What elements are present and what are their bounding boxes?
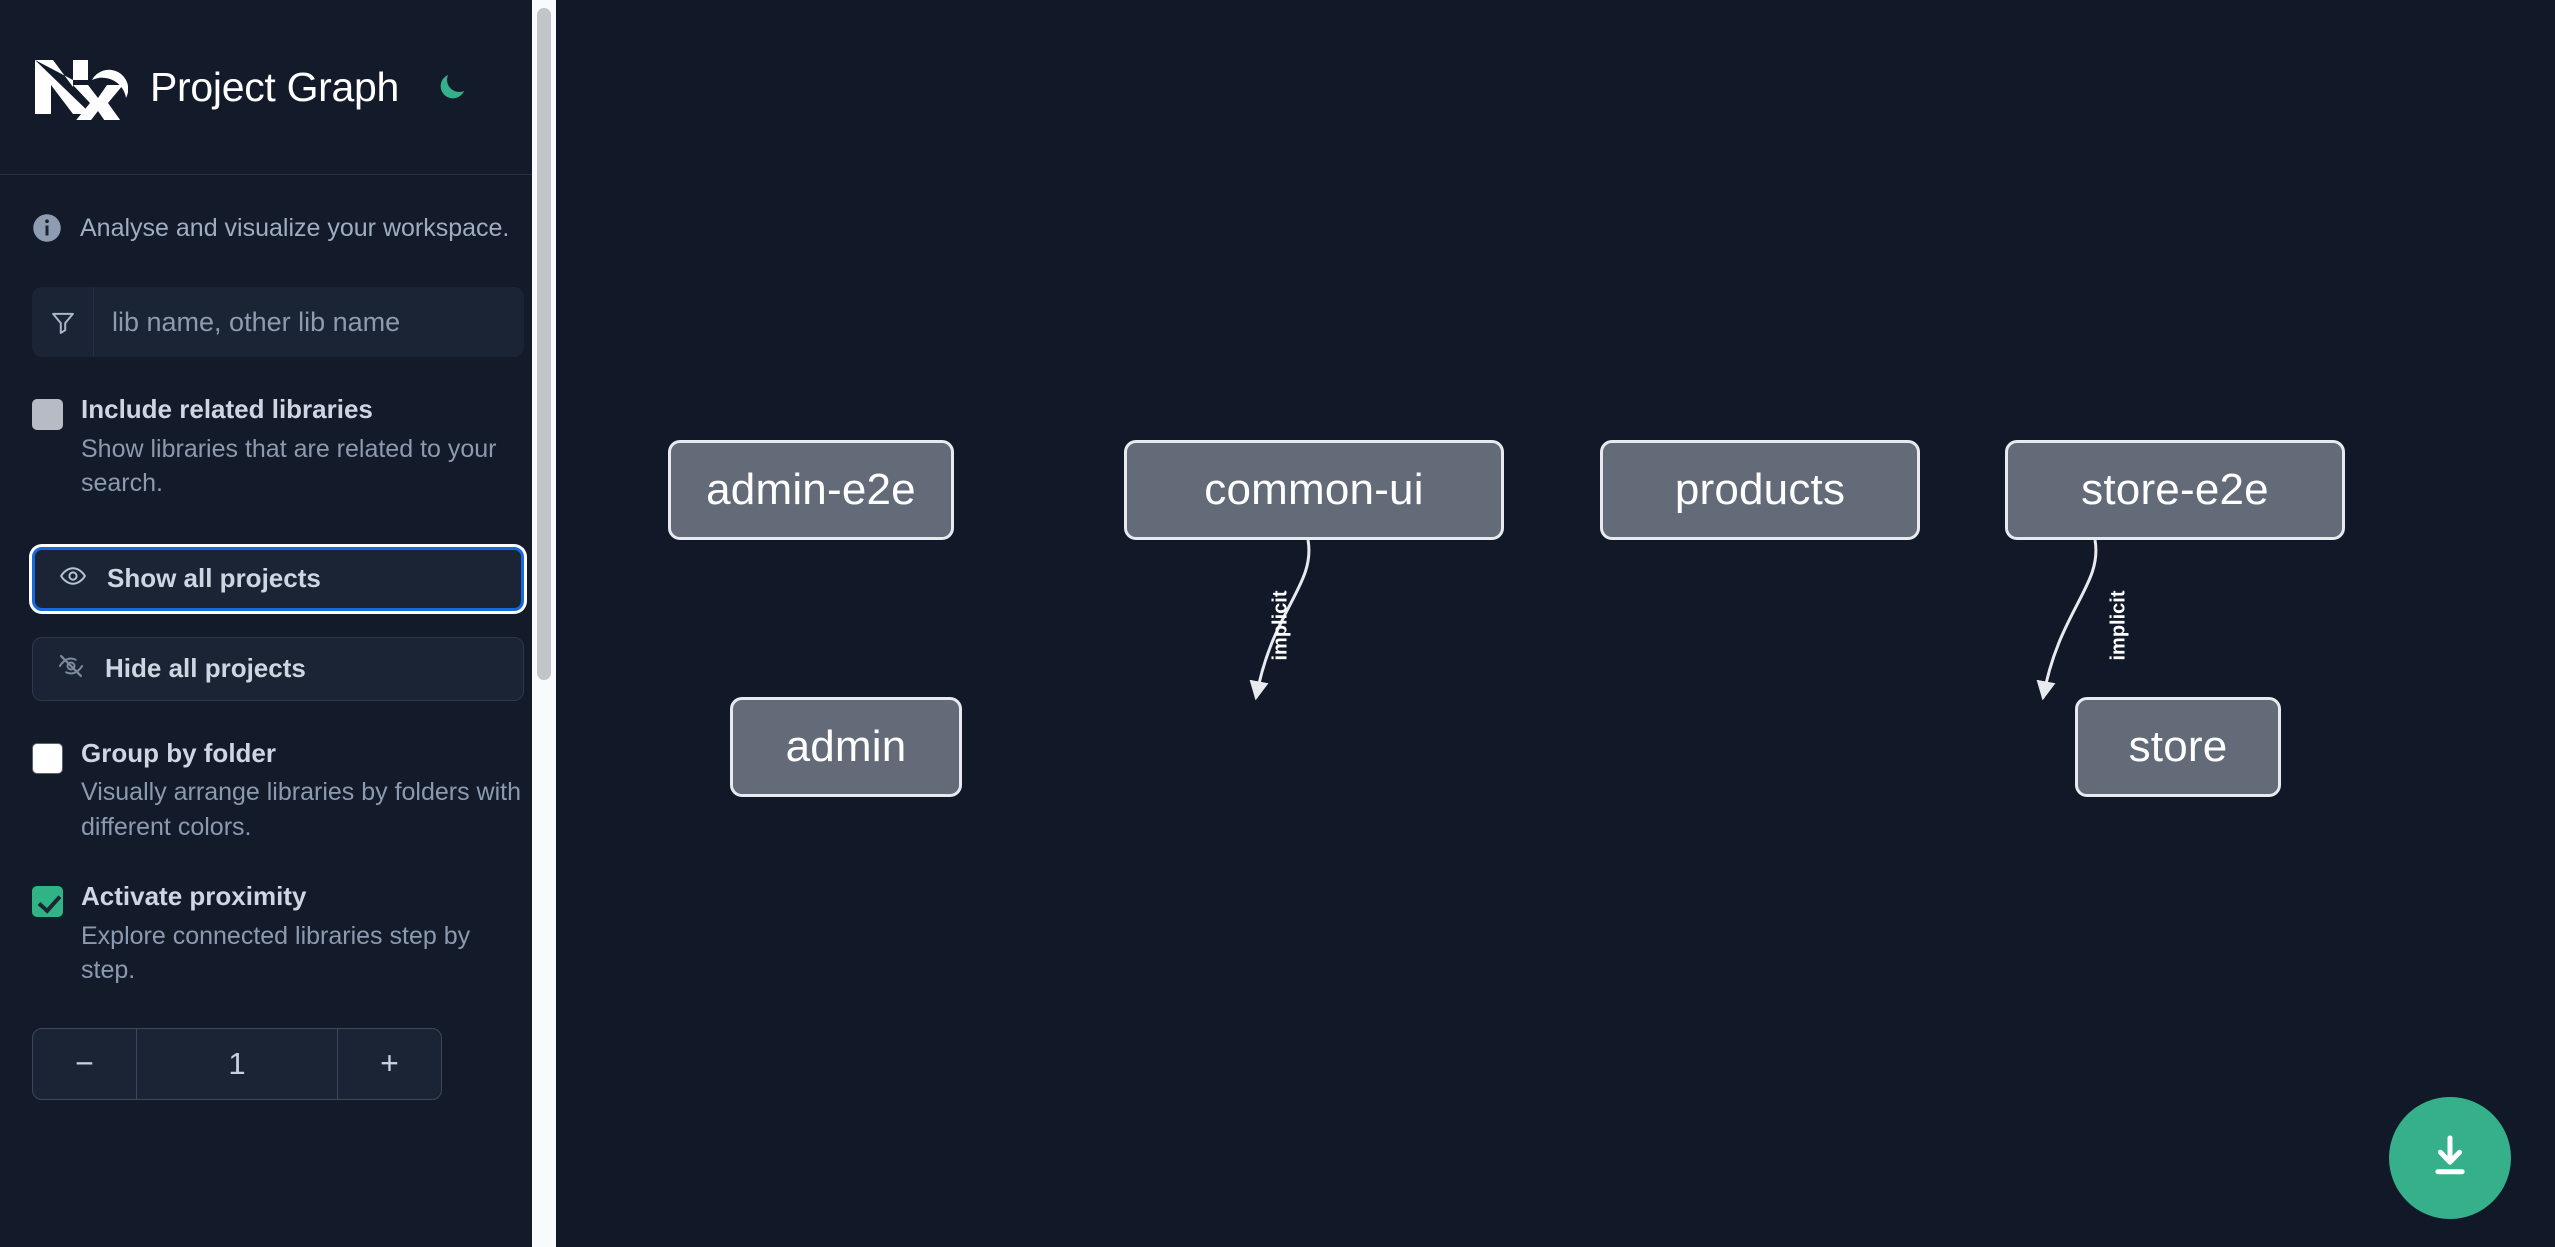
option-description: Visually arrange libraries by folders wi… — [81, 778, 522, 841]
sidebar-scrollbar-thumb[interactable] — [537, 8, 551, 680]
proximity-value: 1 — [228, 1045, 246, 1081]
graph-node-products[interactable]: products — [1600, 440, 1920, 540]
hide-all-projects-label: Hide all projects — [105, 653, 306, 684]
graph-edges — [1249, 539, 2098, 701]
option-label: Include related libraries — [81, 394, 373, 424]
page-title: Project Graph — [150, 63, 400, 110]
proximity-stepper: − 1 + — [32, 1027, 442, 1100]
option-label: Activate proximity — [81, 881, 307, 912]
moon-icon[interactable] — [429, 64, 475, 110]
graph-canvas[interactable]: implicit implicit admin-e2e common-ui pr… — [556, 0, 2555, 1247]
sidebar: Project Graph Analyse and visualize your… — [0, 0, 556, 1247]
filter-funnel-icon[interactable] — [32, 287, 94, 357]
checkbox-include-related-libraries[interactable] — [32, 399, 63, 430]
show-all-projects-button[interactable]: Show all projects — [32, 546, 524, 611]
option-group-by-folder[interactable]: Group by folder Visually arrange librari… — [32, 737, 524, 845]
hide-all-projects-button[interactable]: Hide all projects — [32, 636, 524, 701]
show-all-projects-label: Show all projects — [107, 563, 321, 594]
graph-node-admin[interactable]: admin — [730, 697, 962, 797]
graph-node-admin-e2e[interactable]: admin-e2e — [668, 440, 954, 540]
graph-node-label: store-e2e — [2081, 465, 2269, 514]
search-input[interactable] — [94, 287, 524, 357]
checkbox-group-by-folder[interactable] — [32, 742, 63, 774]
button-spacer — [32, 611, 524, 637]
sidebar-body: Include related libraries Show libraries… — [0, 243, 556, 1100]
visibility-buttons: Show all projects Hide all projects — [32, 546, 524, 701]
option-activate-proximity[interactable]: Activate proximity Explore connected lib… — [32, 882, 524, 988]
nx-logo-icon — [32, 54, 129, 124]
graph-node-common-ui[interactable]: common-ui — [1124, 440, 1504, 540]
graph-node-label: products — [1674, 465, 1846, 514]
tagline: Analyse and visualize your workspace. — [0, 175, 556, 243]
graph-node-store[interactable]: store — [2075, 697, 2281, 797]
option-description: Show libraries that are related to your … — [81, 434, 497, 498]
proximity-increment-button[interactable]: + — [337, 1028, 441, 1099]
sidebar-header: Project Graph — [0, 0, 556, 175]
edge-label-store: implicit — [2107, 590, 2130, 661]
eye-off-icon — [57, 652, 85, 685]
graph-node-label: store — [2128, 722, 2228, 771]
option-label: Group by folder — [81, 737, 276, 768]
proximity-decrement-button[interactable]: − — [33, 1028, 137, 1099]
download-button[interactable] — [2389, 1097, 2511, 1219]
checkbox-activate-proximity[interactable] — [32, 886, 63, 918]
graph-node-label: admin — [785, 722, 907, 771]
graph-node-store-e2e[interactable]: store-e2e — [2005, 440, 2345, 540]
graph-node-label: admin-e2e — [706, 465, 916, 514]
tagline-text: Analyse and visualize your workspace. — [80, 213, 510, 242]
sidebar-scrollbar[interactable] — [532, 0, 556, 1247]
option-description: Explore connected libraries step by step… — [81, 921, 471, 985]
edge-label-admin: implicit — [1269, 590, 1292, 661]
option-include-related-libraries[interactable]: Include related libraries Show libraries… — [32, 395, 524, 501]
download-icon — [2424, 1131, 2476, 1186]
filter-row — [32, 287, 524, 357]
info-icon — [32, 213, 62, 243]
eye-icon — [59, 562, 87, 595]
graph-node-label: common-ui — [1204, 465, 1424, 514]
